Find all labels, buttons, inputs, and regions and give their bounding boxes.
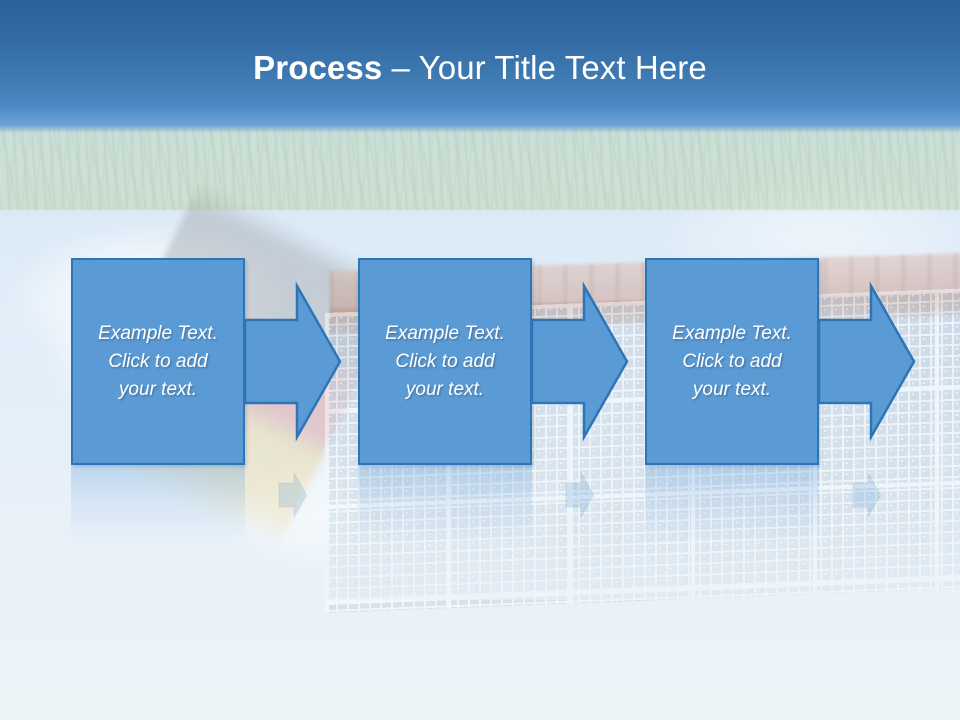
step-reflection: [645, 465, 819, 561]
process-step-text: Example Text. Click to add your text.: [672, 322, 792, 400]
process-step-text: Example Text. Click to add your text.: [98, 322, 218, 400]
process-step-box[interactable]: Example Text. Click to add your text.: [645, 258, 819, 465]
process-step-box[interactable]: Example Text. Click to add your text.: [71, 258, 245, 465]
process-arrow-right-icon: [817, 258, 916, 465]
step-reflection: [71, 465, 245, 561]
arrow-reflection: [819, 465, 915, 525]
step-reflection: [358, 465, 532, 561]
title-band: [0, 0, 960, 133]
process-step-box[interactable]: Example Text. Click to add your text.: [358, 258, 532, 465]
process-arrow-right-icon: [530, 258, 629, 465]
process-arrow-right-icon: [243, 258, 342, 465]
page-title-rest: – Your Title Text Here: [382, 49, 707, 86]
arrow-reflection: [532, 465, 628, 525]
arrow-reflection: [245, 465, 341, 525]
page-title-strong: Process: [253, 49, 383, 86]
page-title: Process – Your Title Text Here: [0, 48, 960, 88]
process-step-text: Example Text. Click to add your text.: [385, 322, 505, 400]
